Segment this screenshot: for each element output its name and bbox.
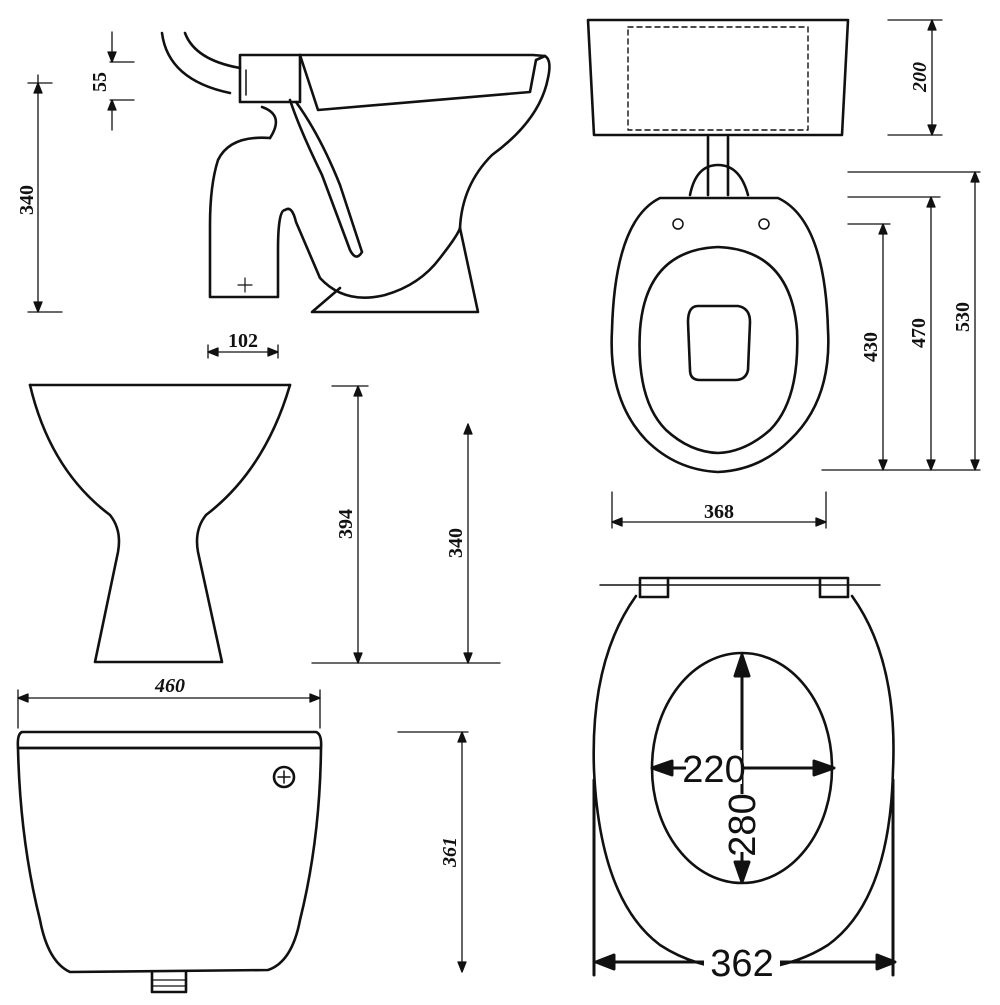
dimension-label-opening-length: 280 xyxy=(722,793,764,856)
label-bg-362 xyxy=(704,945,780,981)
dimension-label-seat-length-a: 430 xyxy=(860,332,882,362)
dimension-368 xyxy=(611,491,827,529)
dimension-102 xyxy=(207,344,279,359)
dimension-label-seat-outer-width: 362 xyxy=(710,943,773,985)
seat-top-view xyxy=(610,163,830,474)
dimension-label-seat-width: 368 xyxy=(704,501,734,523)
dimension-55 xyxy=(107,31,135,131)
label-bg-280 xyxy=(725,794,759,852)
dimension-label-opening-width: 220 xyxy=(682,749,745,791)
dimension-label-cistern-height: 200 xyxy=(909,62,931,93)
cistern-top-view xyxy=(586,18,850,197)
label-bg-220 xyxy=(686,750,742,784)
dimension-label-outlet-width: 102 xyxy=(228,330,258,352)
dimension-label-cistern-width: 460 xyxy=(154,675,185,697)
dimension-430-470-530 xyxy=(821,171,981,471)
dimension-label-cistern-depth: 361 xyxy=(439,837,461,868)
dimension-460 xyxy=(17,689,321,729)
dimension-label-outlet-offset: 55 xyxy=(89,72,111,92)
dimension-label-bowl-height-total: 394 xyxy=(335,509,357,539)
pan-side-view xyxy=(160,31,551,314)
dimension-label-bowl-height: 340 xyxy=(445,528,467,558)
cistern-front-view xyxy=(16,730,323,994)
dimension-394-340 xyxy=(311,385,501,664)
dimension-340-left xyxy=(27,74,63,313)
dimension-200 xyxy=(887,19,943,136)
dimension-label-pan-height: 340 xyxy=(16,185,38,215)
dimension-label-seat-length-b: 470 xyxy=(908,318,930,348)
dimension-label-seat-length-c: 530 xyxy=(952,302,974,332)
bowl-front-view xyxy=(28,383,292,664)
dimension-361 xyxy=(397,731,469,973)
